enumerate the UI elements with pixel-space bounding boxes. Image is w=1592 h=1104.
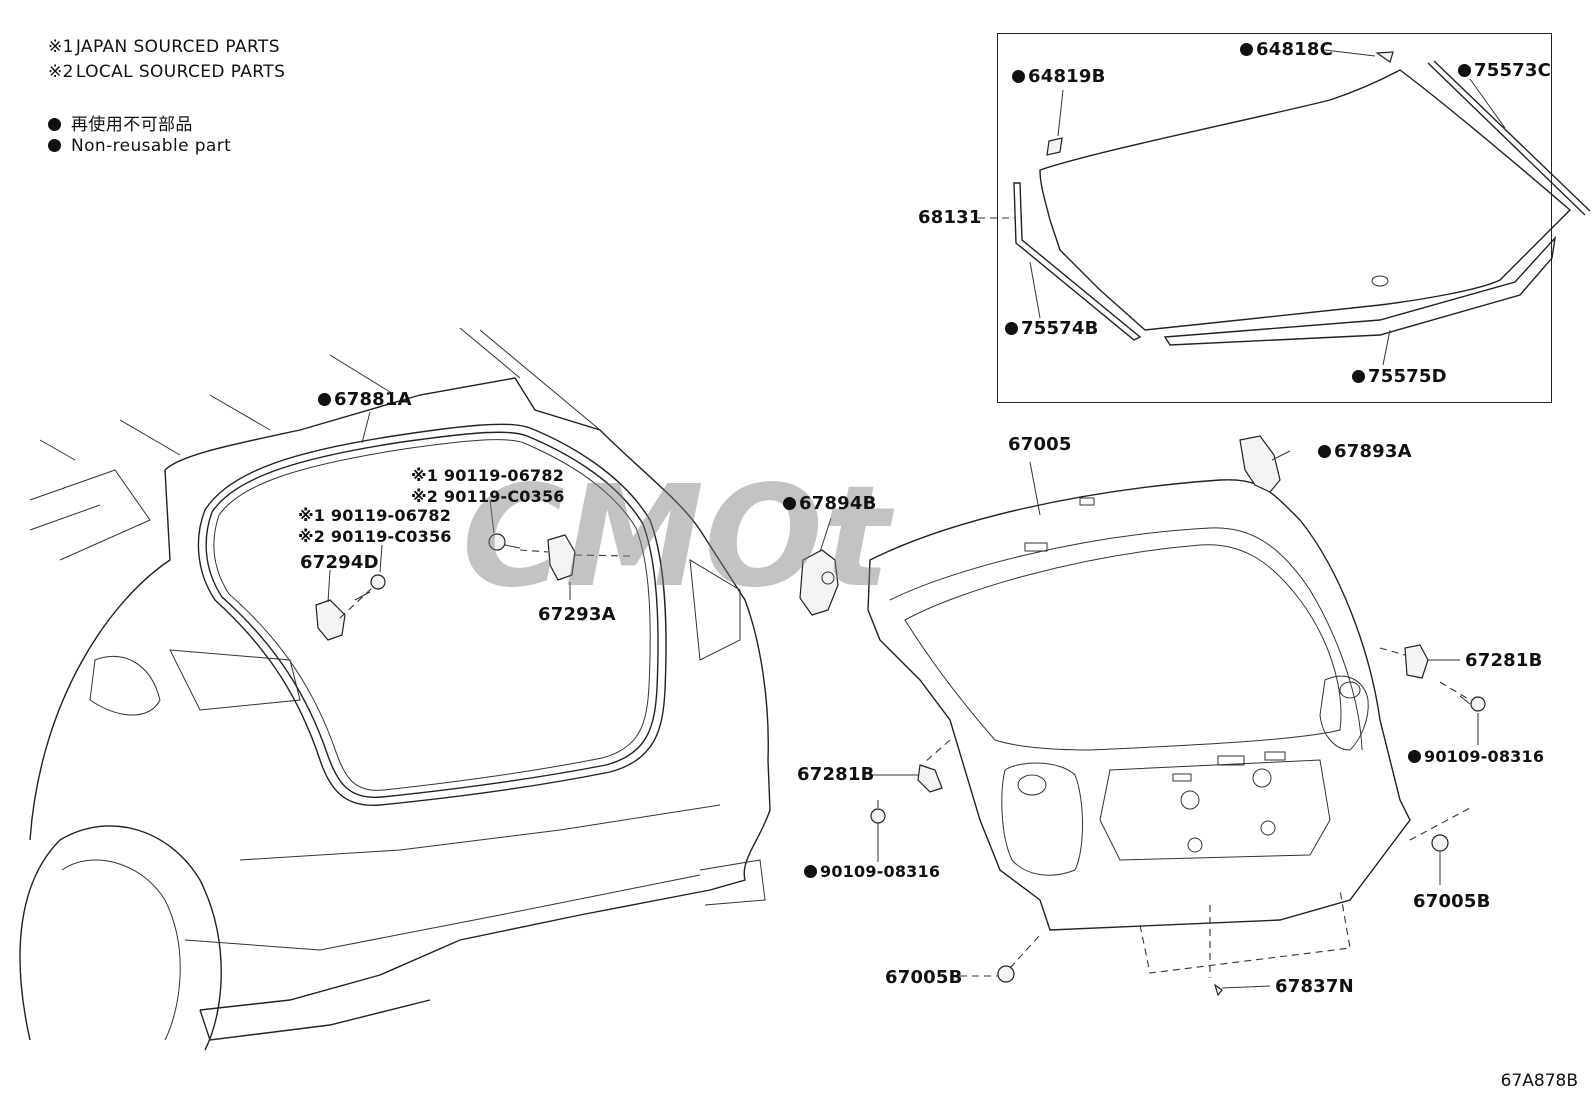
nonreusable-dot-icon (1240, 43, 1253, 56)
nonreusable-en-text: Non-reusable part (71, 136, 232, 156)
callout-67294D[interactable]: 67294D (300, 552, 379, 573)
legend-nonreusable-en: Non-reusable part (48, 136, 231, 156)
part-number: 64819B (1028, 66, 1106, 87)
part-number: 67293A (538, 604, 616, 625)
part-number: ※2 90119-C0356 (298, 527, 452, 546)
vehicle-body-outline (19, 327, 771, 1051)
leader-67894B (819, 517, 832, 553)
callout-bolt-upper-2[interactable]: ※2 90119-C0356 (411, 487, 565, 506)
callout-67894B[interactable]: 67894B (783, 493, 877, 514)
part-number: 67881A (334, 389, 412, 410)
callout-bolt-lower-1[interactable]: ※1 90119-06782 (298, 506, 451, 525)
part-number: 67281B (1465, 650, 1543, 671)
callout-67881A[interactable]: 67881A (318, 389, 412, 410)
part-number: 90109-08316 (820, 862, 941, 881)
diagram-reference-code: 67A878B (1500, 1071, 1578, 1091)
leader-75573C (1469, 78, 1506, 129)
back-door-drawing (799, 435, 1486, 997)
nonreusable-dot-icon (783, 497, 796, 510)
watermark-text: CMOt (462, 460, 895, 619)
nonreusable-jp-text: 再使用不可部品 (71, 115, 193, 135)
callout-67005B-left[interactable]: 67005B (885, 967, 963, 988)
callout-75573C[interactable]: 75573C (1458, 60, 1551, 81)
part-number: 67005B (885, 967, 963, 988)
legend-nonreusable-jp: 再使用不可部品 (48, 110, 193, 135)
nonreusable-dot-icon (1318, 445, 1331, 458)
nonreusable-dot-icon (804, 865, 817, 878)
part-number: 67294D (300, 552, 379, 573)
callout-67893A[interactable]: 67893A (1318, 441, 1412, 462)
part-number: ※1 90119-06782 (411, 466, 565, 485)
legend-note-2: ※2 LOCAL SOURCED PARTS (48, 62, 285, 82)
callout-90109-left[interactable]: 90109-08316 (804, 862, 940, 881)
callout-75574B[interactable]: 75574B (1005, 318, 1099, 339)
leader-67294D (327, 569, 331, 603)
part-number: 67281B (797, 764, 875, 785)
note1-mark: ※1 (48, 37, 74, 57)
callout-68131[interactable]: 68131 (918, 207, 982, 228)
nonreusable-dot-icon (1458, 64, 1471, 77)
callout-bolt-lower-2[interactable]: ※2 90119-C0356 (298, 527, 452, 546)
callout-67281B-left[interactable]: 67281B (797, 764, 875, 785)
part-number: 67837N (1275, 976, 1354, 997)
part-number: 67005B (1413, 891, 1491, 912)
glass-inset-frame (997, 33, 1552, 403)
part-number: 90109-08316 (1424, 747, 1545, 766)
leader-64818C (1324, 49, 1376, 57)
note1-text: JAPAN SOURCED PARTS (75, 37, 280, 57)
callout-75575D[interactable]: 75575D (1352, 366, 1447, 387)
nonreusable-dot-icon (1012, 70, 1025, 83)
leader-75575D (1382, 329, 1391, 366)
part-number: 75574B (1021, 318, 1099, 339)
callout-67293A[interactable]: 67293A (538, 604, 616, 625)
note2-mark: ※2 (48, 62, 74, 82)
callout-67281B-right[interactable]: 67281B (1465, 650, 1543, 671)
part-number: ※1 90119-06782 (298, 506, 452, 525)
legend-note-1: ※1 JAPAN SOURCED PARTS (48, 37, 280, 57)
part-number: 75575D (1368, 366, 1447, 387)
leader-67881A (361, 411, 371, 444)
leader-bolt-lower (379, 544, 383, 573)
part-number: 64818C (1256, 39, 1334, 60)
leader-67005 (1029, 461, 1041, 516)
callout-bolt-upper-1[interactable]: ※1 90119-06782 (411, 466, 564, 485)
leader-64819B (1057, 89, 1064, 137)
part-number: ※2 90119-C0356 (411, 487, 565, 506)
callout-67005[interactable]: 67005 (1008, 434, 1072, 455)
part-number: 75573C (1474, 60, 1552, 81)
callout-67837N[interactable]: 67837N (1275, 976, 1354, 997)
nonreusable-dot-icon (1005, 322, 1018, 335)
part-number: 67894B (799, 493, 877, 514)
leader-bolt-upper (489, 499, 495, 534)
callout-64819B[interactable]: 64819B (1012, 66, 1106, 87)
part-number: 68131 (918, 207, 982, 228)
leader-67837N (1221, 985, 1271, 989)
nonreusable-dot-icon (48, 139, 61, 152)
part-number: 67893A (1334, 441, 1412, 462)
callout-64818C[interactable]: 64818C (1240, 39, 1333, 60)
leader-67893A (1271, 450, 1291, 461)
nonreusable-dot-icon (48, 118, 61, 131)
nonreusable-dot-icon (1408, 750, 1421, 763)
nonreusable-dot-icon (318, 393, 331, 406)
part-number: 67005 (1008, 434, 1072, 455)
leader-75574B (1029, 261, 1041, 319)
inset-glass-drawing (1013, 51, 1591, 346)
nonreusable-dot-icon (1352, 370, 1365, 383)
callout-90109-right[interactable]: 90109-08316 (1408, 747, 1544, 766)
note2-text: LOCAL SOURCED PARTS (75, 62, 286, 82)
callout-67005B-right[interactable]: 67005B (1413, 891, 1491, 912)
watermark-logo: CMOt (462, 460, 895, 619)
